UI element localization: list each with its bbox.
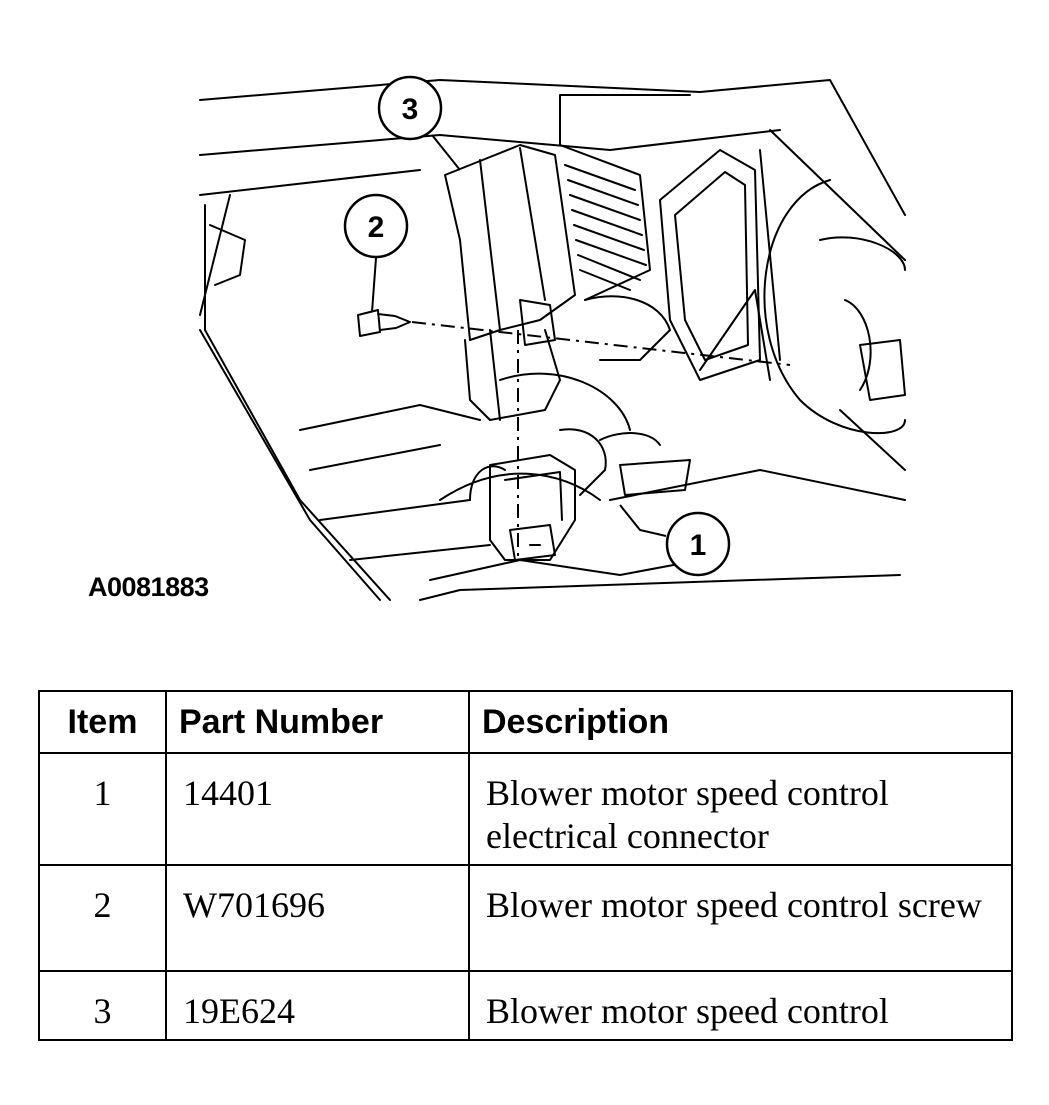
callout-2: 2 [343,193,409,259]
hvac-housing [199,79,906,601]
table-row: 3 19E624 Blower motor speed control [38,970,1013,1041]
table-header-row: Item Part Number Description [38,690,1013,754]
item-cell: 1 [38,752,167,866]
svg-text:1: 1 [690,529,707,562]
part-number-cell: 19E624 [165,970,470,1041]
table-row: 1 14401 Blower motor speed control elect… [38,752,1013,866]
header-part-number: Part Number [165,690,470,754]
item-cell: 2 [38,864,167,972]
alignment-lines [411,321,791,560]
item-cell: 3 [38,970,167,1041]
blower-motor-speed-control-illustration: 3 2 1 [199,75,906,601]
callout-3: 3 [377,75,443,141]
air-duct [659,149,771,381]
table-row: 2 W701696 Blower motor speed control scr… [38,864,1013,972]
header-item: Item [38,690,167,754]
part-number-cell: W701696 [165,864,470,972]
callout-1: 1 [665,511,731,577]
electrical-connector [469,428,691,561]
svg-text:3: 3 [402,93,419,126]
leader-lines [371,134,667,537]
description-cell: Blower motor speed control electrical co… [468,752,1013,866]
part-number-cell: 14401 [165,752,470,866]
header-description: Description [468,690,1013,754]
figure-id-label: A0081883 [88,572,209,602]
description-cell: Blower motor speed control screw [468,864,1013,972]
svg-text:2: 2 [368,211,385,244]
parts-table: Item Part Number Description 1 14401 Blo… [38,690,1013,1041]
speed-control-module [444,144,671,421]
screw [357,309,411,337]
description-cell: Blower motor speed control [468,970,1013,1041]
